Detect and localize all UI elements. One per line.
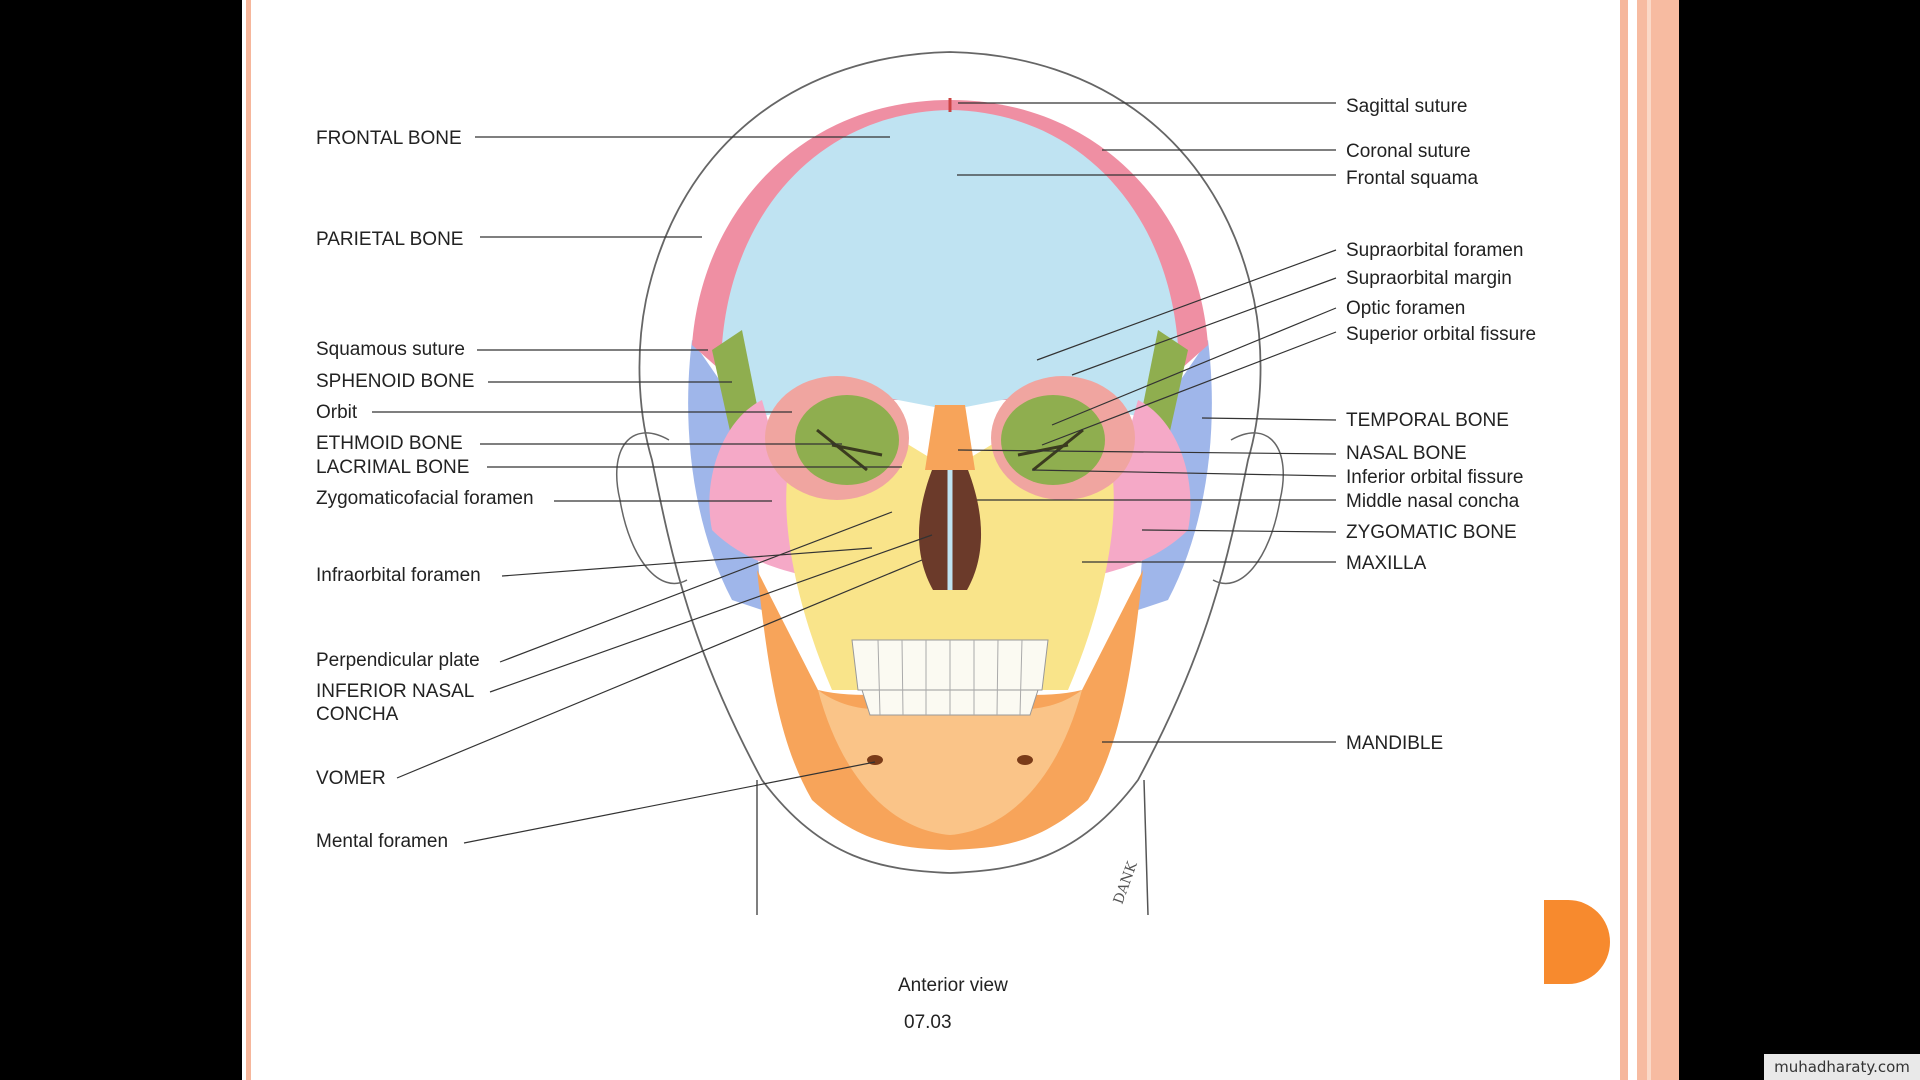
leader-lines	[372, 102, 1337, 844]
mental-foramen-right	[1017, 755, 1033, 765]
label-frontal-bone: FRONTAL BONE	[316, 128, 462, 149]
frontal-bone	[722, 110, 1178, 420]
label-nasal-bone: NASAL BONE	[1346, 443, 1467, 464]
label-maxilla: MAXILLA	[1346, 553, 1427, 574]
label-supraorbital-foramen: Supraorbital foramen	[1346, 240, 1524, 261]
label-optic-foramen: Optic foramen	[1346, 298, 1466, 319]
label-ethmoid-bone: ETHMOID BONE	[316, 433, 463, 454]
nasal-bone	[925, 405, 975, 470]
label-middle-nasal-concha: Middle nasal concha	[1346, 491, 1520, 512]
neck-outline	[756, 779, 1149, 916]
label-parietal-bone: PARIETAL BONE	[316, 229, 464, 250]
label-superior-orbital-fissure: Superior orbital fissure	[1346, 324, 1537, 345]
right-border-stripe-thin	[1620, 0, 1628, 1080]
figure-caption: Anterior view	[898, 975, 1008, 996]
label-mental-foramen: Mental foramen	[316, 831, 449, 852]
orbit-left-fissure	[816, 428, 883, 472]
label-orbit: Orbit	[316, 402, 358, 423]
label-sphenoid-bone: SPHENOID BONE	[316, 371, 475, 392]
label-mandible: MANDIBLE	[1346, 733, 1444, 754]
head-outline	[638, 51, 1262, 874]
label-perpendicular-plate: Perpendicular plate	[316, 650, 480, 671]
slide: DANK FRONTAL BONE PARIETAL BONE Squamous…	[242, 0, 1679, 1080]
label-frontal-squama: Frontal squama	[1346, 168, 1479, 189]
label-inferior-nasal-concha-line2: CONCHA	[316, 704, 399, 725]
accent-circle	[1544, 900, 1610, 984]
artist-signature: DANK	[1111, 859, 1141, 906]
label-coronal-suture: Coronal suture	[1346, 141, 1471, 162]
label-lacrimal-bone: LACRIMAL BONE	[316, 457, 470, 478]
left-ear-icon	[616, 432, 688, 585]
orbit-right-inner	[1001, 395, 1105, 485]
watermark: muhadharaty.com	[1764, 1054, 1920, 1080]
label-sagittal-suture: Sagittal suture	[1346, 96, 1468, 117]
label-zygomatic-bone: ZYGOMATIC BONE	[1346, 522, 1517, 543]
label-zygomaticofacial-foramen: Zygomaticofacial foramen	[316, 488, 534, 509]
label-squamous-suture: Squamous suture	[316, 339, 465, 360]
skull-illustration: DANK	[372, 51, 1337, 916]
tooth-dividers	[877, 639, 1023, 716]
label-vomer: VOMER	[316, 768, 386, 789]
label-inferior-nasal-concha-line1: INFERIOR NASAL	[316, 681, 475, 702]
label-supraorbital-margin: Supraorbital margin	[1346, 268, 1512, 289]
mandible-chin	[818, 690, 1082, 835]
right-ear-icon	[1212, 432, 1284, 585]
label-inferior-orbital-fissure: Inferior orbital fissure	[1346, 467, 1524, 488]
label-infraorbital-foramen: Infraorbital foramen	[316, 565, 481, 586]
right-border-stripe-inner	[1647, 0, 1651, 1080]
figure-number: 07.03	[904, 1012, 952, 1033]
label-temporal-bone: TEMPORAL BONE	[1346, 410, 1509, 431]
orbit-right-fissure	[1017, 428, 1084, 472]
right-border-stripe-wide	[1637, 0, 1679, 1080]
orbit-left-inner	[795, 395, 899, 485]
left-border-stripe	[246, 0, 251, 1080]
